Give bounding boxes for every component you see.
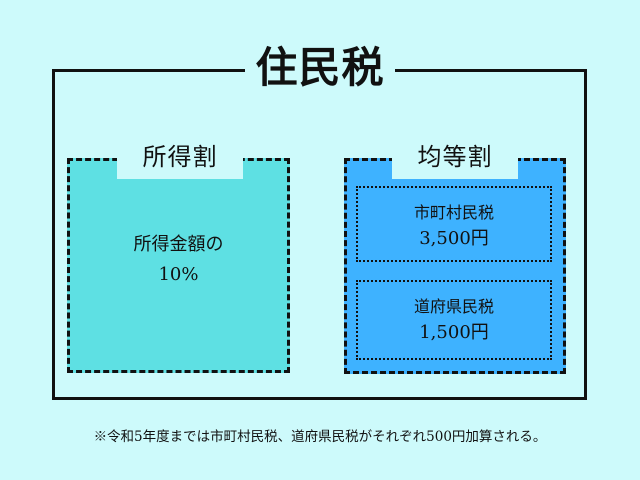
- per-capita-levy-box: [344, 158, 566, 374]
- prefectural-tax-amount: 1,500円: [419, 322, 489, 343]
- income-levy-rate: 10%: [158, 264, 199, 285]
- municipal-tax-box: 市町村民税 3,500円: [356, 186, 552, 262]
- income-levy-label: 所得割: [117, 135, 243, 179]
- prefectural-tax-box: 道府県民税 1,500円: [356, 280, 552, 360]
- footnote: ※令和5年度までは市町村民税、道府県民税がそれぞれ500円加算される。: [93, 429, 547, 445]
- per-capita-levy-label: 均等割: [392, 135, 518, 179]
- prefectural-tax-name: 道府県民税: [413, 297, 494, 316]
- income-levy-description: 所得金額の: [133, 234, 224, 255]
- diagram-title: 住民税: [245, 38, 395, 98]
- income-levy-content: 所得金額の 10%: [67, 230, 290, 290]
- municipal-tax-amount: 3,500円: [419, 228, 489, 249]
- municipal-tax-name: 市町村民税: [413, 203, 494, 222]
- income-levy-box: [67, 158, 290, 373]
